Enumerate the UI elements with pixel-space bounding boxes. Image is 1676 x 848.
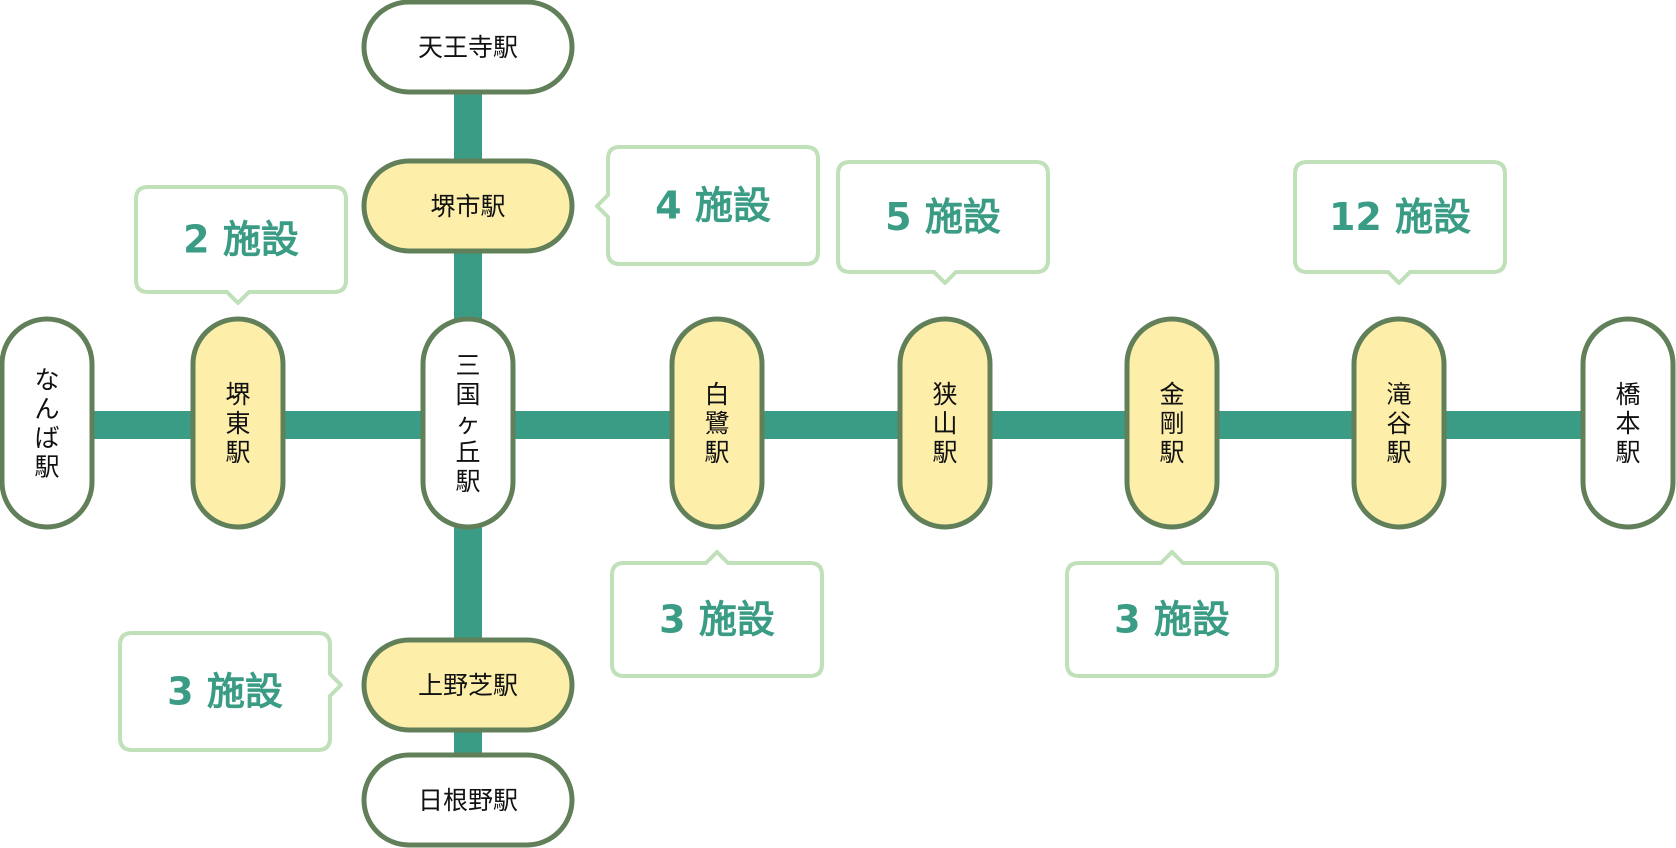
facility-count-label: 2 施設 [183, 218, 299, 262]
station-label: 三国ヶ丘駅 [455, 351, 480, 496]
station-shirasagi[interactable]: 白鷺駅 [669, 316, 765, 530]
station-sayama[interactable]: 狭山駅 [897, 316, 993, 530]
station-label: 白鷺駅 [704, 380, 729, 467]
station-pill [1580, 316, 1676, 530]
facility-count-label: 3 施設 [167, 670, 283, 714]
station-pill [0, 316, 95, 530]
station-label: 日根野駅 [418, 786, 518, 815]
station-mikunigaoka[interactable]: 三国ヶ丘駅 [420, 316, 516, 530]
station-takidani[interactable]: 滝谷駅 [1351, 316, 1447, 530]
station-label: 上野芝駅 [418, 671, 518, 700]
callout-bubble [836, 160, 1050, 285]
station-label: なんば駅 [34, 366, 59, 482]
facility-count-label: 3 施設 [1114, 598, 1230, 642]
station-label: 滝谷駅 [1386, 380, 1411, 467]
main-line [88, 411, 1588, 439]
callout-sakaishi: 4 施設 [595, 145, 820, 266]
station-pill [897, 316, 993, 530]
station-pill [361, 158, 575, 254]
station-pill [361, 0, 575, 95]
facility-count-label: 4 施設 [655, 184, 771, 228]
station-sakaihigashi[interactable]: 堺東駅 [190, 316, 286, 530]
callout-bubble [134, 185, 348, 305]
callout-bubble [1065, 550, 1279, 678]
station-label: 金剛駅 [1159, 380, 1184, 467]
station-kaminoshiba[interactable]: 上野芝駅 [361, 637, 575, 733]
station-label: 堺東駅 [225, 380, 250, 467]
facility-count-label: 3 施設 [659, 598, 775, 642]
callout-bubble [610, 550, 824, 678]
station-hashimoto[interactable]: 橋本駅 [1580, 316, 1676, 530]
facility-callouts: 2 施設 4 施設 5 施設 12 施設 3 施設 3 施設 3 施設 [118, 145, 1507, 752]
station-pill [669, 316, 765, 530]
station-label: 天王寺駅 [418, 33, 518, 62]
station-label: 狭山駅 [932, 380, 957, 467]
callout-takidani: 12 施設 [1293, 160, 1507, 285]
station-kongo[interactable]: 金剛駅 [1124, 316, 1220, 530]
callout-sakaihigashi: 2 施設 [134, 185, 348, 305]
station-pill [361, 637, 575, 733]
station-pill [1124, 316, 1220, 530]
station-label: 橋本駅 [1615, 380, 1640, 467]
station-namba[interactable]: なんば駅 [0, 316, 95, 530]
facility-count-label: 5 施設 [885, 195, 1001, 239]
callout-bubble [595, 145, 820, 266]
facility-count-label: 12 施設 [1329, 195, 1471, 239]
station-label: 堺市駅 [430, 192, 505, 221]
callout-bubble [118, 631, 343, 752]
station-sakaishi[interactable]: 堺市駅 [361, 158, 575, 254]
callout-shirasagi: 3 施設 [610, 550, 824, 678]
station-hineno[interactable]: 日根野駅 [361, 752, 575, 848]
callout-kongo: 3 施設 [1065, 550, 1279, 678]
callout-bubble [1293, 160, 1507, 285]
station-tennoji[interactable]: 天王寺駅 [361, 0, 575, 95]
station-pill [190, 316, 286, 530]
station-pill [361, 752, 575, 848]
station-pill [420, 316, 516, 530]
callout-kaminoshiba: 3 施設 [118, 631, 343, 752]
callout-sayama: 5 施設 [836, 160, 1050, 285]
station-pill [1351, 316, 1447, 530]
